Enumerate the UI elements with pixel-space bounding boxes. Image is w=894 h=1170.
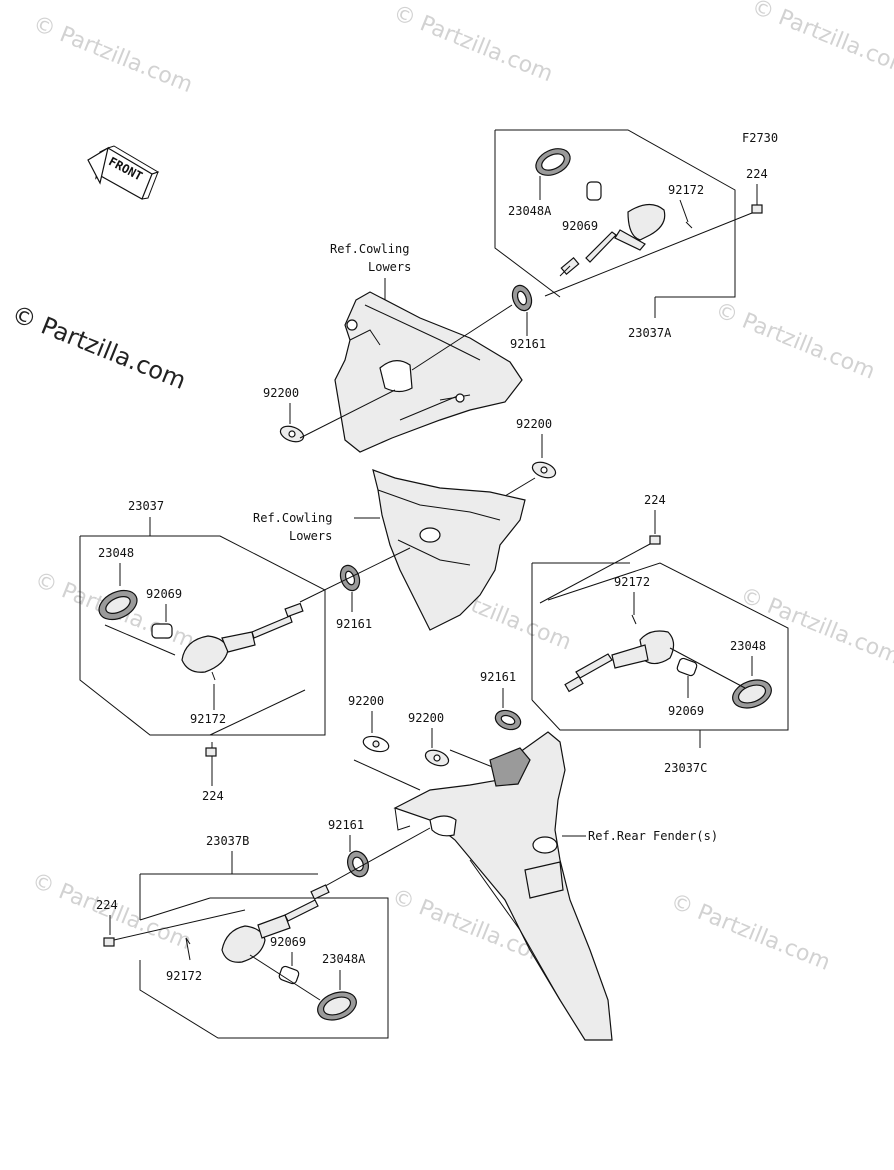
bulb-92069-right: [676, 657, 698, 677]
ref-cowling-upper-line1: Ref.Cowling: [330, 242, 409, 256]
nut-92200-mid: [531, 461, 557, 479]
cowling-upper-part: [334, 291, 523, 453]
ref-cowling-upper-line2: Lowers: [368, 260, 411, 274]
assembly-23037: 23037: [128, 499, 164, 513]
part-92069-right: 92069: [668, 704, 704, 718]
turn-signal-housing-right: [564, 630, 675, 693]
bulb-92069-top: [586, 181, 602, 201]
part-92069-left: 92069: [146, 587, 182, 601]
assembly-23037B-frame: [139, 873, 389, 1039]
part-92172-right: 92172: [614, 575, 650, 589]
nut-92200-top: [279, 425, 305, 443]
watermark-4: © Partzilla.com: [712, 298, 879, 385]
lens-23048-left: [98, 589, 138, 621]
assembly-23037C-frame: [531, 562, 789, 748]
part-92172-left: 92172: [190, 712, 226, 726]
part-23048-left: 23048: [98, 546, 134, 560]
part-92172-bottom: 92172: [166, 969, 202, 983]
part-23048A-top: 23048A: [508, 204, 552, 218]
ref-cowling-mid-line1: Ref.Cowling: [253, 511, 332, 525]
front-arrow-icon: FRONT: [87, 145, 160, 200]
watermark-main: © Partzilla.com: [8, 300, 190, 395]
part-92069-top: 92069: [562, 219, 598, 233]
watermark-10: © Partzilla.com: [667, 889, 834, 976]
lens-23048A-bottom: [317, 991, 357, 1021]
assembly-23037A: 23037A: [628, 326, 672, 340]
turn-signal-housing-top: [559, 203, 666, 277]
grommet-92161-bottom: [347, 850, 369, 878]
part-224-top: 224: [746, 167, 768, 181]
part-23048-right: 23048: [730, 639, 766, 653]
watermark-3: © Partzilla.com: [748, 0, 894, 81]
part-92161-top: 92161: [510, 337, 546, 351]
nut-92200-low1: [362, 735, 390, 753]
part-23048A-bottom: 23048A: [322, 952, 366, 966]
part-224-bottom: 224: [96, 898, 118, 912]
turn-signal-housing-left: [181, 602, 304, 673]
part-92161-bottom: 92161: [328, 818, 364, 832]
part-92200-mid: 92200: [516, 417, 552, 431]
part-92069-bottom: 92069: [270, 935, 306, 949]
nut-92200-low2: [424, 749, 450, 767]
ref-cowling-mid-line2: Lowers: [289, 529, 332, 543]
bulb-92069-left: [151, 623, 173, 639]
assembly-23037A-frame: [494, 129, 736, 318]
part-224-right: 224: [644, 493, 666, 507]
cowling-middle-part: [372, 469, 526, 631]
grommet-92161-right: [494, 709, 522, 731]
rear-fender-part: [393, 731, 613, 1041]
part-92200-low1: 92200: [348, 694, 384, 708]
watermark-2: © Partzilla.com: [390, 0, 557, 87]
part-92200-low2: 92200: [408, 711, 444, 725]
part-224-left: 224: [202, 789, 224, 803]
part-92200-top: 92200: [263, 386, 299, 400]
part-92161-left: 92161: [336, 617, 372, 631]
assembly-23037B: 23037B: [206, 834, 249, 848]
assembly-23037-frame: [79, 535, 326, 736]
lens-23048A-top: [535, 148, 571, 176]
lens-23048-right: [732, 679, 772, 709]
part-92172-top: 92172: [668, 183, 704, 197]
turn-signal-housing-bottom: [221, 884, 330, 963]
watermark-7: © Partzilla.com: [737, 583, 894, 670]
ref-rear-fender: Ref.Rear Fender(s): [588, 829, 718, 843]
grommet-92161-top: [511, 284, 533, 312]
part-92161-right: 92161: [480, 670, 516, 684]
assembly-23037C: 23037C: [664, 761, 707, 775]
figure-code: F2730: [742, 131, 778, 145]
watermark-1: © Partzilla.com: [29, 11, 196, 98]
bulb-92069-bottom: [278, 965, 300, 985]
